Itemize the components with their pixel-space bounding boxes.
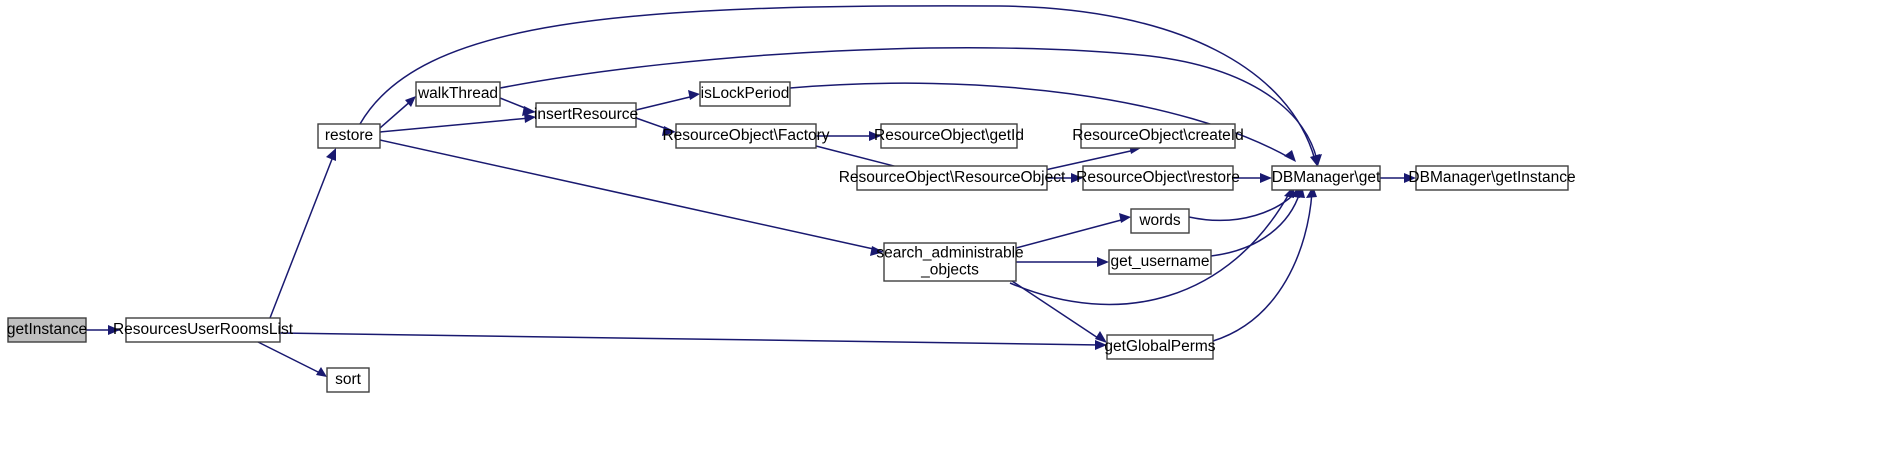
node-box-roGetId[interactable]: [880, 123, 1018, 149]
arrowhead-roFactory-to-roGetId: [869, 131, 881, 141]
node-box-getGlobalPerms[interactable]: [1106, 334, 1214, 360]
node-roRestore[interactable]: ResourceObject\restore: [1076, 165, 1240, 191]
arrowhead-resUserRoomsList-to-sort: [316, 367, 327, 377]
node-label-walkThread: walkThread: [417, 85, 498, 102]
node-label-roResourceObject: ResourceObject\ResourceObject: [839, 169, 1066, 186]
node-sort[interactable]: sort: [326, 367, 370, 393]
node-label-roCreateId: ResourceObject\createId: [1072, 127, 1243, 144]
node-insertResource[interactable]: insertResource: [534, 102, 638, 128]
node-getUsername[interactable]: get_username: [1108, 249, 1212, 275]
node-isLockPeriod[interactable]: isLockPeriod: [699, 81, 791, 107]
node-box-roResourceObject[interactable]: [856, 165, 1048, 191]
node-box-dbGet[interactable]: [1271, 165, 1381, 191]
edge-words-to-dbGet: [1188, 191, 1297, 222]
arrowhead-getGlobalPerms-to-dbGet: [1306, 186, 1317, 198]
edge-searchAdminObjs-to-getGlobalPerms: [1011, 280, 1102, 341]
arrowhead-resUserRoomsList-to-getGlobalPerms: [1095, 340, 1107, 350]
node-searchAdminObjs[interactable]: search_administrable_objects: [876, 242, 1024, 282]
node-box-sort[interactable]: [326, 367, 370, 393]
arrowhead-insertResource-to-roFactory: [662, 126, 676, 136]
node-dbGet[interactable]: DBManager\get: [1271, 165, 1381, 191]
arrowhead-roRestore-to-dbGet: [1260, 173, 1272, 183]
node-roFactory[interactable]: ResourceObject\Factory: [662, 123, 830, 149]
node-roCreateId[interactable]: ResourceObject\createId: [1072, 123, 1244, 149]
node-label-dbGetInstance: DBManager\getInstance: [1408, 169, 1575, 186]
arrowhead-walkThread-to-dbGet: [1311, 154, 1322, 166]
node-label-searchAdminObjs: search_administrable_objects: [876, 245, 1023, 279]
edge-restore-to-insertResource: [379, 117, 531, 133]
node-getGlobalPerms[interactable]: getGlobalPerms: [1104, 334, 1216, 360]
node-label-restore: restore: [325, 127, 373, 144]
node-dbGetInstance[interactable]: DBManager\getInstance: [1408, 165, 1576, 191]
arrowhead-getInstance-to-resUserRoomsList: [108, 325, 120, 335]
node-box-getInstance[interactable]: [7, 317, 87, 343]
node-label-roGetId: ResourceObject\getId: [874, 127, 1024, 144]
node-label-getUsername: get_username: [1110, 253, 1209, 270]
node-box-searchAdminObjs[interactable]: [883, 242, 1017, 282]
edges-layer: [86, 5, 1416, 377]
node-roResourceObject[interactable]: ResourceObject\ResourceObject: [839, 165, 1066, 191]
edge-isLockPeriod-to-dbGet: [789, 82, 1291, 159]
node-label-roRestore: ResourceObject\restore: [1076, 169, 1240, 186]
arrowhead-restore-to-walkThread: [405, 96, 416, 107]
node-label-sort: sort: [335, 371, 362, 388]
node-label-getInstance: getInstance: [7, 321, 87, 338]
arrowhead-restore-to-searchAdminObjs: [870, 246, 884, 256]
edge-searchAdminObjs-to-dbGet: [1009, 191, 1291, 306]
edge-resUserRoomsList-to-restore: [269, 153, 335, 319]
node-label-roFactory: ResourceObject\Factory: [662, 127, 829, 144]
edge-roResourceObject-to-roCreateId: [1044, 149, 1136, 171]
node-box-getUsername[interactable]: [1108, 249, 1212, 275]
node-label-isLockPeriod: isLockPeriod: [701, 85, 790, 102]
edge-restore-to-searchAdminObjs: [379, 139, 879, 251]
arrowhead-roResourceObject-to-roRestore: [1071, 173, 1083, 183]
node-resUserRoomsList[interactable]: ResourcesUserRoomsList: [113, 317, 294, 343]
edge-walkThread-to-dbGet: [499, 47, 1318, 161]
node-box-isLockPeriod[interactable]: [699, 81, 791, 107]
arrowhead-dbGet-to-dbGetInstance: [1404, 173, 1416, 183]
edge-restore-to-walkThread: [379, 99, 413, 129]
node-getInstance[interactable]: getInstance: [7, 317, 87, 343]
arrowhead-searchAdminObjs-to-getUsername: [1097, 257, 1109, 267]
node-restore[interactable]: restore: [317, 123, 381, 149]
arrowhead-resUserRoomsList-to-restore: [326, 148, 336, 161]
edge-restore-to-dbGet: [359, 5, 1316, 161]
node-label-dbGet: DBManager\get: [1272, 169, 1381, 186]
node-box-resUserRoomsList[interactable]: [125, 317, 281, 343]
node-box-insertResource[interactable]: [535, 102, 637, 128]
node-label-words: words: [1138, 212, 1181, 229]
edge-getUsername-to-dbGet: [1210, 191, 1301, 257]
node-box-walkThread[interactable]: [415, 81, 501, 107]
node-box-roRestore[interactable]: [1082, 165, 1234, 191]
arrowhead-searchAdminObjs-to-getGlobalPerms: [1095, 331, 1107, 343]
arrowhead-searchAdminObjs-to-words: [1119, 213, 1131, 223]
node-box-dbGetInstance[interactable]: [1415, 165, 1569, 191]
nodes-layer: getInstance ResourcesUserRoomsList sort res…: [7, 81, 1576, 393]
node-label-getGlobalPerms: getGlobalPerms: [1104, 338, 1215, 355]
arrowhead-restore-to-insertResource: [524, 113, 536, 123]
arrowhead-insertResource-to-isLockPeriod: [688, 90, 700, 100]
edge-searchAdminObjs-to-words: [1015, 218, 1126, 249]
node-walkThread[interactable]: walkThread: [415, 81, 501, 107]
node-label-insertResource: insertResource: [534, 106, 638, 123]
arrowhead-isLockPeriod-to-dbGet: [1284, 150, 1296, 162]
node-label-resUserRoomsList: ResourcesUserRoomsList: [113, 321, 294, 338]
edge-resUserRoomsList-to-sort: [257, 341, 323, 375]
edge-insertResource-to-isLockPeriod: [635, 95, 695, 111]
edge-resUserRoomsList-to-getGlobalPerms: [279, 332, 1102, 346]
node-box-roCreateId[interactable]: [1080, 123, 1236, 149]
node-box-roFactory[interactable]: [675, 123, 817, 149]
arrowhead-walkThread-to-insertResource: [522, 106, 536, 116]
node-box-restore[interactable]: [317, 123, 381, 149]
node-box-words[interactable]: [1130, 208, 1190, 234]
node-roGetId[interactable]: ResourceObject\getId: [874, 123, 1024, 149]
edge-getGlobalPerms-to-dbGet: [1212, 191, 1313, 342]
node-words[interactable]: words: [1130, 208, 1190, 234]
